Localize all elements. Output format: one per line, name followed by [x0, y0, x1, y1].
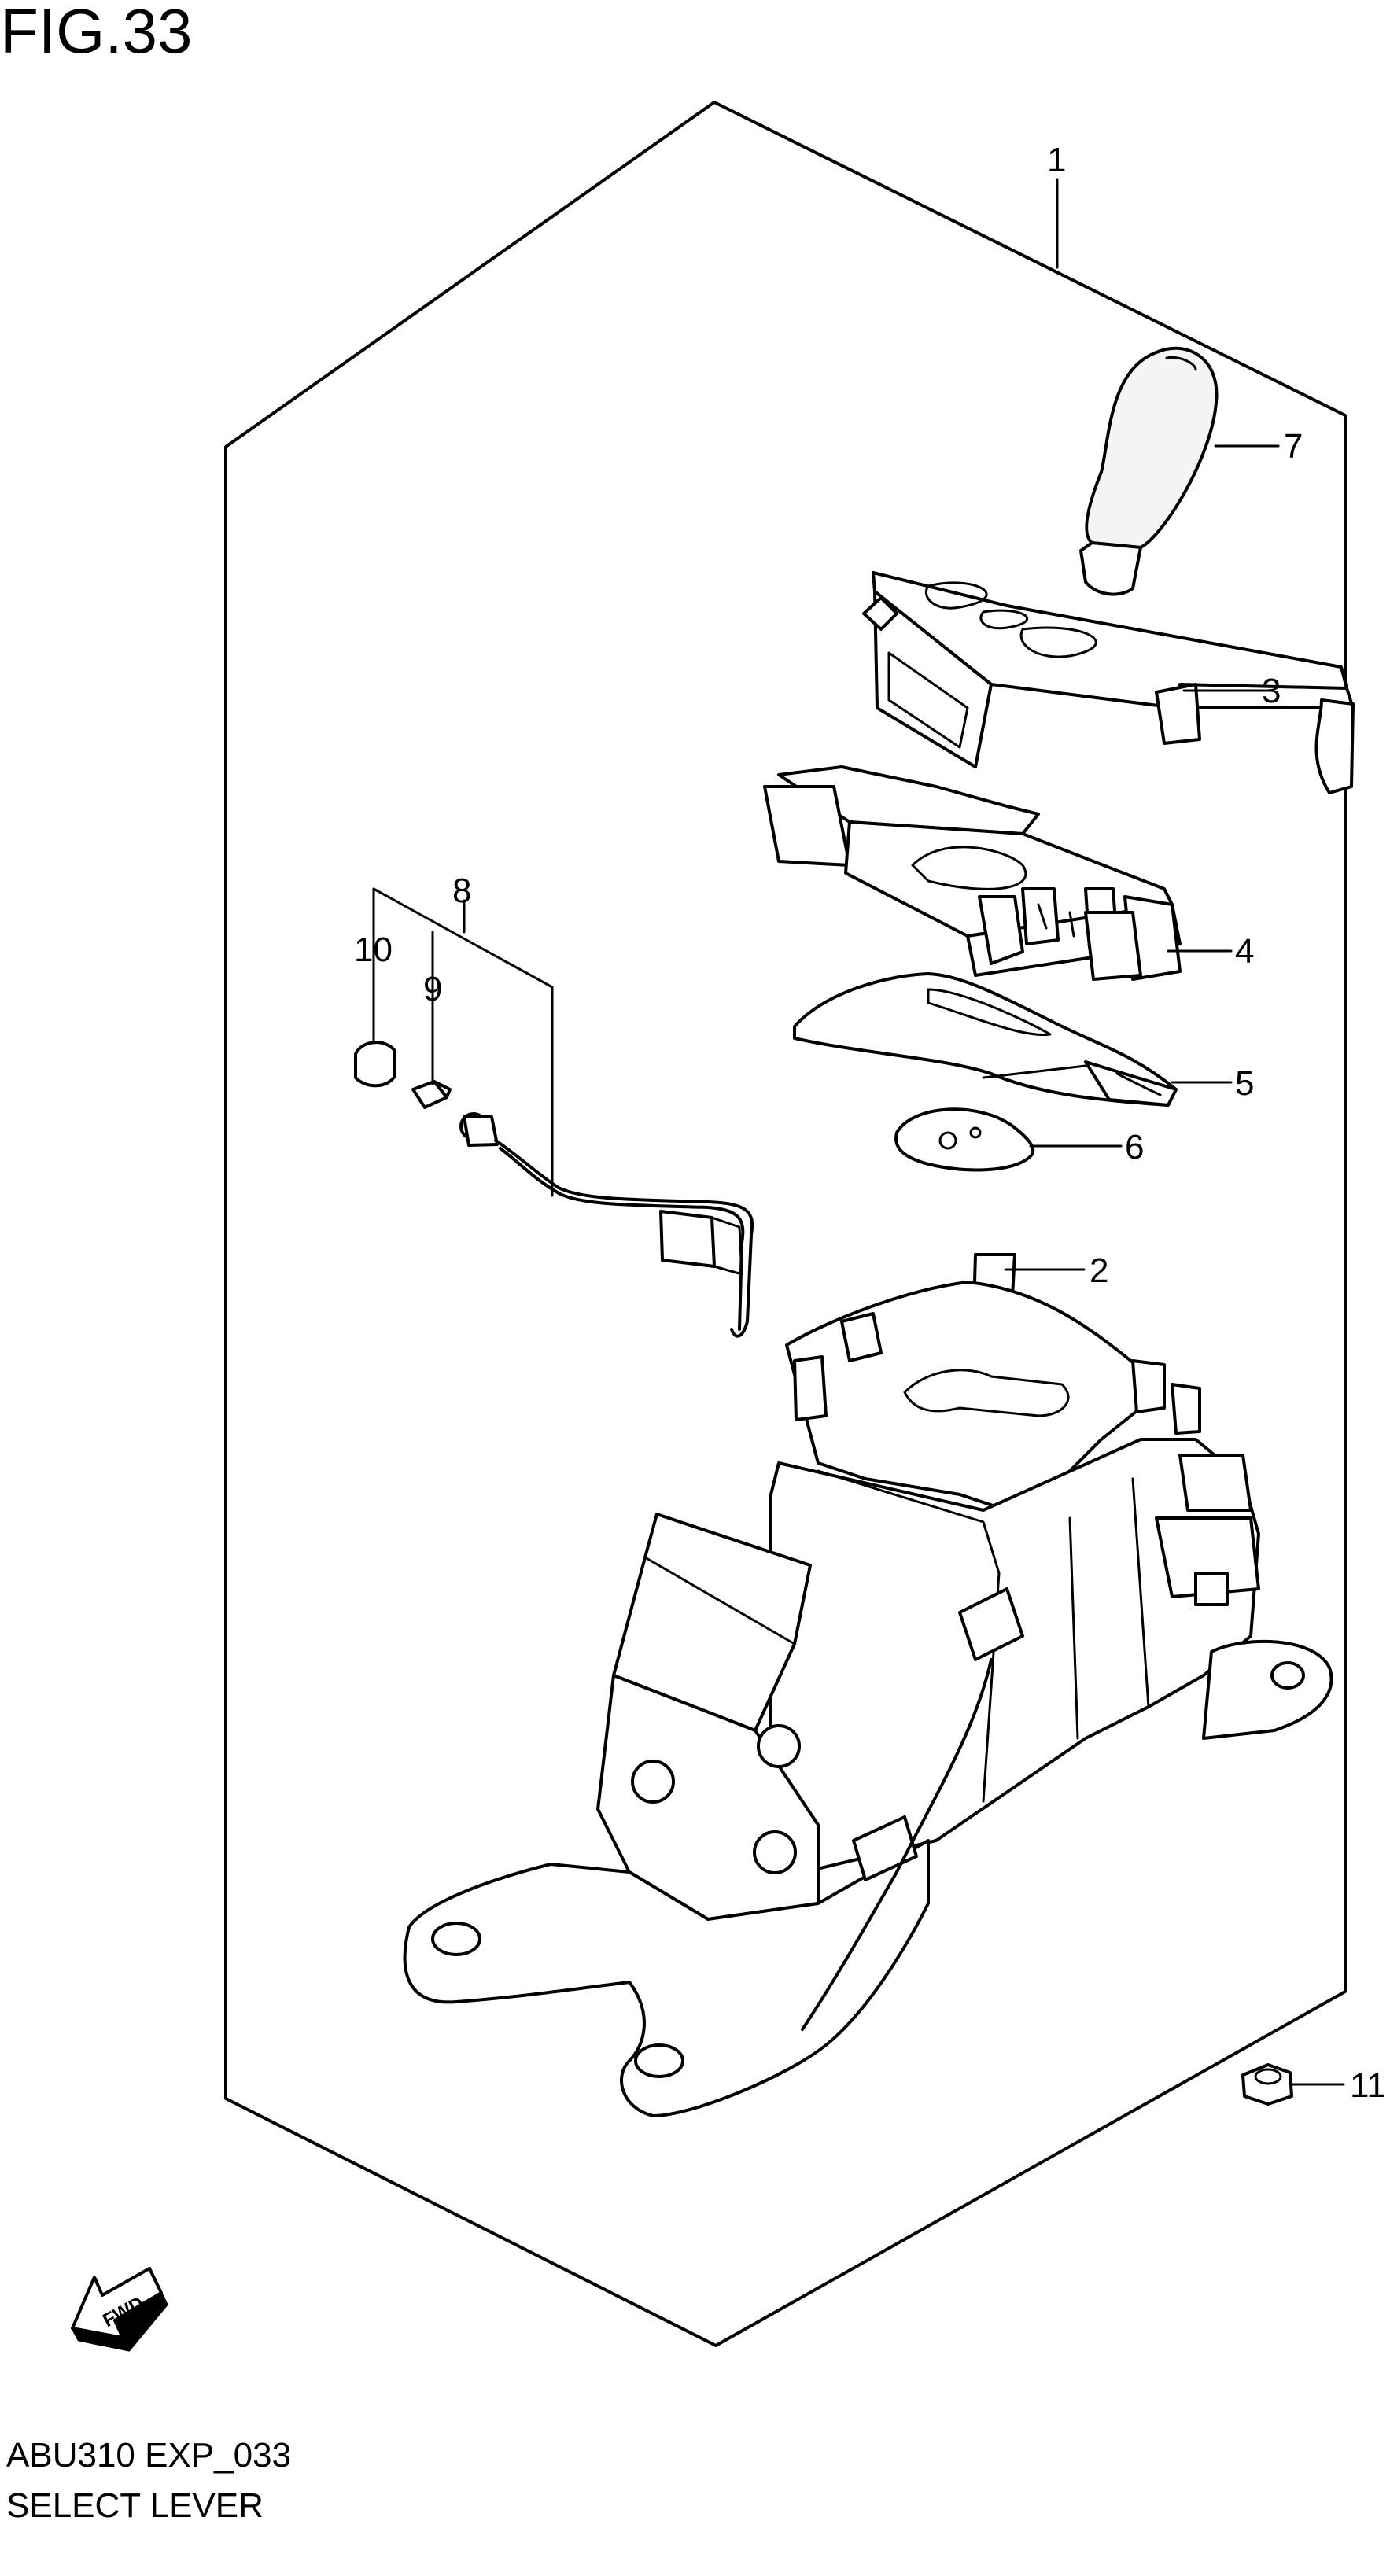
- part-2-lever-body[interactable]: [403, 1253, 1333, 2117]
- callout-2: 2: [1090, 1251, 1108, 1290]
- part-11-nut[interactable]: [1241, 2063, 1293, 2106]
- callout-4: 4: [1235, 932, 1254, 971]
- fwd-arrow-icon: FWD: [71, 2267, 168, 2352]
- part-3-indicator-cover[interactable]: [862, 571, 1355, 794]
- callout-8: 8: [452, 872, 471, 910]
- part-5-cover-plate[interactable]: [793, 972, 1178, 1107]
- part-7-shift-knob[interactable]: [1079, 346, 1219, 596]
- figure-name: SELECT LEVER: [6, 2486, 264, 2525]
- part-6-seal[interactable]: [894, 1107, 1035, 1172]
- figure-code: ABU310 EXP_033: [6, 2436, 292, 2475]
- part-10-bulb-cap[interactable]: [354, 1041, 396, 1088]
- assembly-boundary: [224, 101, 1347, 2347]
- figure-title: FIG.33: [0, 0, 193, 66]
- callout-3: 3: [1262, 672, 1281, 710]
- part-9-bulb[interactable]: [411, 1080, 452, 1109]
- part-4-gate-bracket[interactable]: [763, 765, 1182, 981]
- callout-11: 11: [1350, 2066, 1386, 2105]
- callout-6: 6: [1125, 1128, 1144, 1166]
- callout-9: 9: [423, 970, 442, 1008]
- callout-10: 10: [354, 931, 393, 969]
- callout-7: 7: [1284, 427, 1303, 466]
- part-8-harness[interactable]: [459, 1112, 754, 1338]
- leader-lines: [372, 178, 1345, 2086]
- callout-1: 1: [1047, 141, 1066, 179]
- callout-5: 5: [1235, 1064, 1254, 1103]
